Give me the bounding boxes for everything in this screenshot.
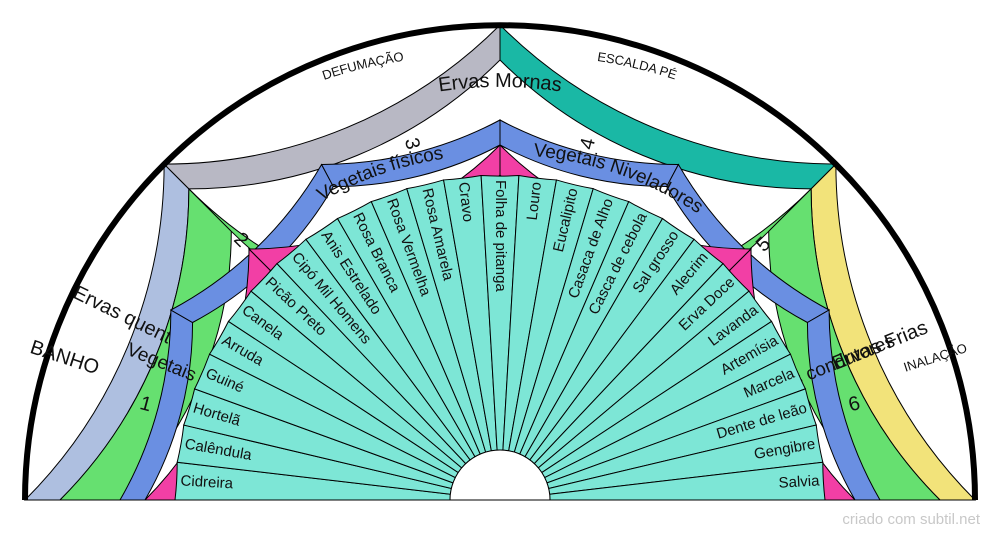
number-sector-6 xyxy=(806,309,881,501)
number-label-6: 6 xyxy=(846,392,862,416)
herb-ring xyxy=(174,174,826,501)
ervas-mornas-label: Ervas Mornas xyxy=(437,70,563,97)
outer-border xyxy=(22,22,978,501)
herb-label: Cravo xyxy=(455,181,477,223)
ervas-frias-sector xyxy=(768,187,942,501)
number-label-3: 3 xyxy=(400,136,424,152)
number-label-1: 1 xyxy=(137,392,153,416)
credit-text: criado com subtil.net xyxy=(842,511,980,528)
herb-label: Folha de pitanga xyxy=(492,180,509,292)
herb-label: Cidreira xyxy=(180,472,234,492)
banho-label: BANHO xyxy=(27,336,101,379)
ervas-mornas-label-curve: Ervas Mornas xyxy=(437,70,563,97)
center-hole xyxy=(449,449,551,501)
herb-label: Louro xyxy=(524,181,545,221)
herb-label: Salvia xyxy=(778,472,820,491)
number-label-4: 4 xyxy=(576,136,600,152)
